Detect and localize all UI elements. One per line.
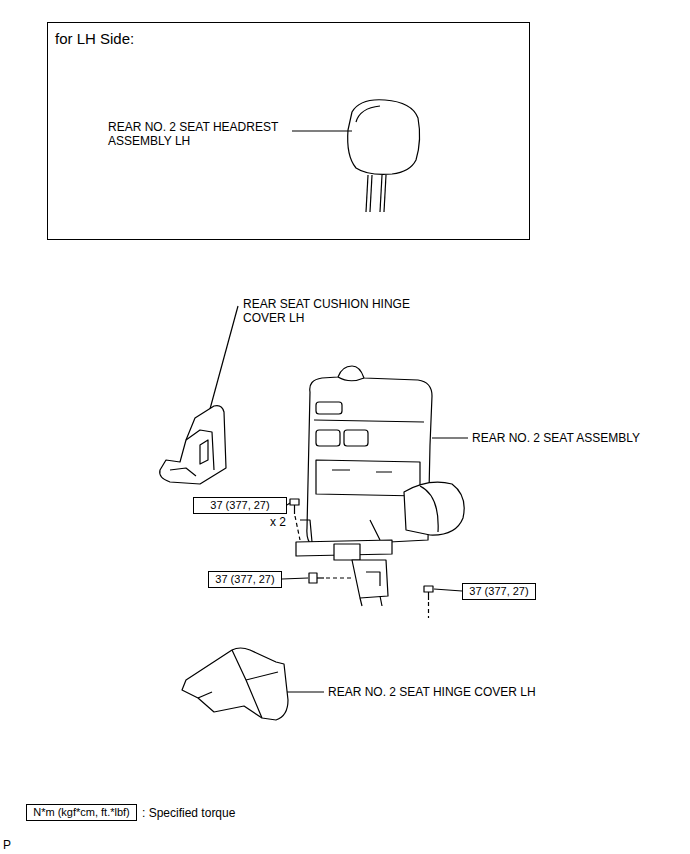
leader-line [292,130,352,131]
hinge-cover-drawing [182,648,288,720]
seat-drawing [316,460,420,496]
headrest-drawing [366,175,368,212]
legend-box: N*m (kgf*cm, ft.*lbf) [26,804,137,821]
hinge-cover-drawing [198,692,212,698]
bolt-symbol [428,592,429,600]
frame-heading: for LH Side: [55,30,134,48]
torque-value: 37 (377, 27) [215,573,274,585]
seat-drawing [332,470,392,472]
headrest-drawing [384,175,386,212]
seat-drawing [316,402,342,414]
leader-line [432,437,468,438]
dashed-guide-line [326,577,352,578]
torque-box: 37 (377, 27) [462,583,536,600]
headrest-drawing [370,175,372,212]
hinge-cover-drawing [200,440,208,464]
hinge-cover-drawing [182,648,288,720]
leader-line [282,578,308,579]
legend-text: : Specified torque [142,806,235,820]
leader-line [434,589,462,591]
dashed-guide-line [295,516,429,618]
leader-line [287,503,290,505]
bolt-symbol [424,586,433,592]
part-name: REAR NO. 2 SEAT HEADREST ASSEMBLY LH [108,120,308,148]
leader-line [207,131,468,692]
bolt-symbol [290,499,299,505]
seat-drawing [338,377,364,381]
part-name: REAR SEAT CUSHION HINGE COVER LH [243,297,423,325]
headrest-drawing [348,100,420,175]
hinge-cover-drawing [170,468,196,476]
leader-line [207,306,238,420]
bolt-symbol [317,577,324,578]
page-mark: P [3,838,11,852]
part-name: REAR NO. 2 SEAT HINGE COVER LH [328,685,536,699]
leader-line [282,503,462,591]
dashed-guide-line [428,602,429,618]
dashed-guide-line [295,516,300,540]
part-name: REAR NO. 2 SEAT ASSEMBLY [472,431,640,445]
headrest-drawing [356,106,380,122]
seat-drawing [366,572,380,586]
hinge-cover-drawing [160,406,226,484]
seat-drawing [314,420,424,422]
headrest-drawing [380,175,382,212]
seat-drawing [296,366,464,606]
hinge-cover-drawing [232,650,262,718]
seat-drawing [360,596,382,606]
seat-drawing [420,486,438,532]
bolt-symbol [290,499,433,600]
bolt-symbol [294,505,295,514]
seat-drawing [300,520,380,542]
hinge-cover-drawing [160,406,226,484]
seat-drawing [316,430,340,446]
torque-value: 37 (377, 27) [469,585,528,597]
torque-value: N*m (kgf*cm, ft.*lbf) [33,806,130,818]
hinge-cover-drawing [186,430,214,470]
seat-drawing [344,430,368,446]
bolt-symbol [309,573,317,583]
seat-drawing [404,482,464,535]
seat-drawing [352,560,388,598]
quantity-note: x 2 [270,515,286,529]
torque-value: 37 (377, 27) [210,499,269,511]
torque-box: 37 (377, 27) [208,571,282,588]
headrest-drawing [348,100,420,212]
hinge-cover-drawing [246,672,278,680]
side-frame: for LH Side: REAR NO. 2 SEAT HEADREST ASS… [47,22,530,240]
leader-line [286,691,324,692]
torque-box: 37 (377, 27) [193,497,287,514]
seat-drawing [334,544,360,560]
